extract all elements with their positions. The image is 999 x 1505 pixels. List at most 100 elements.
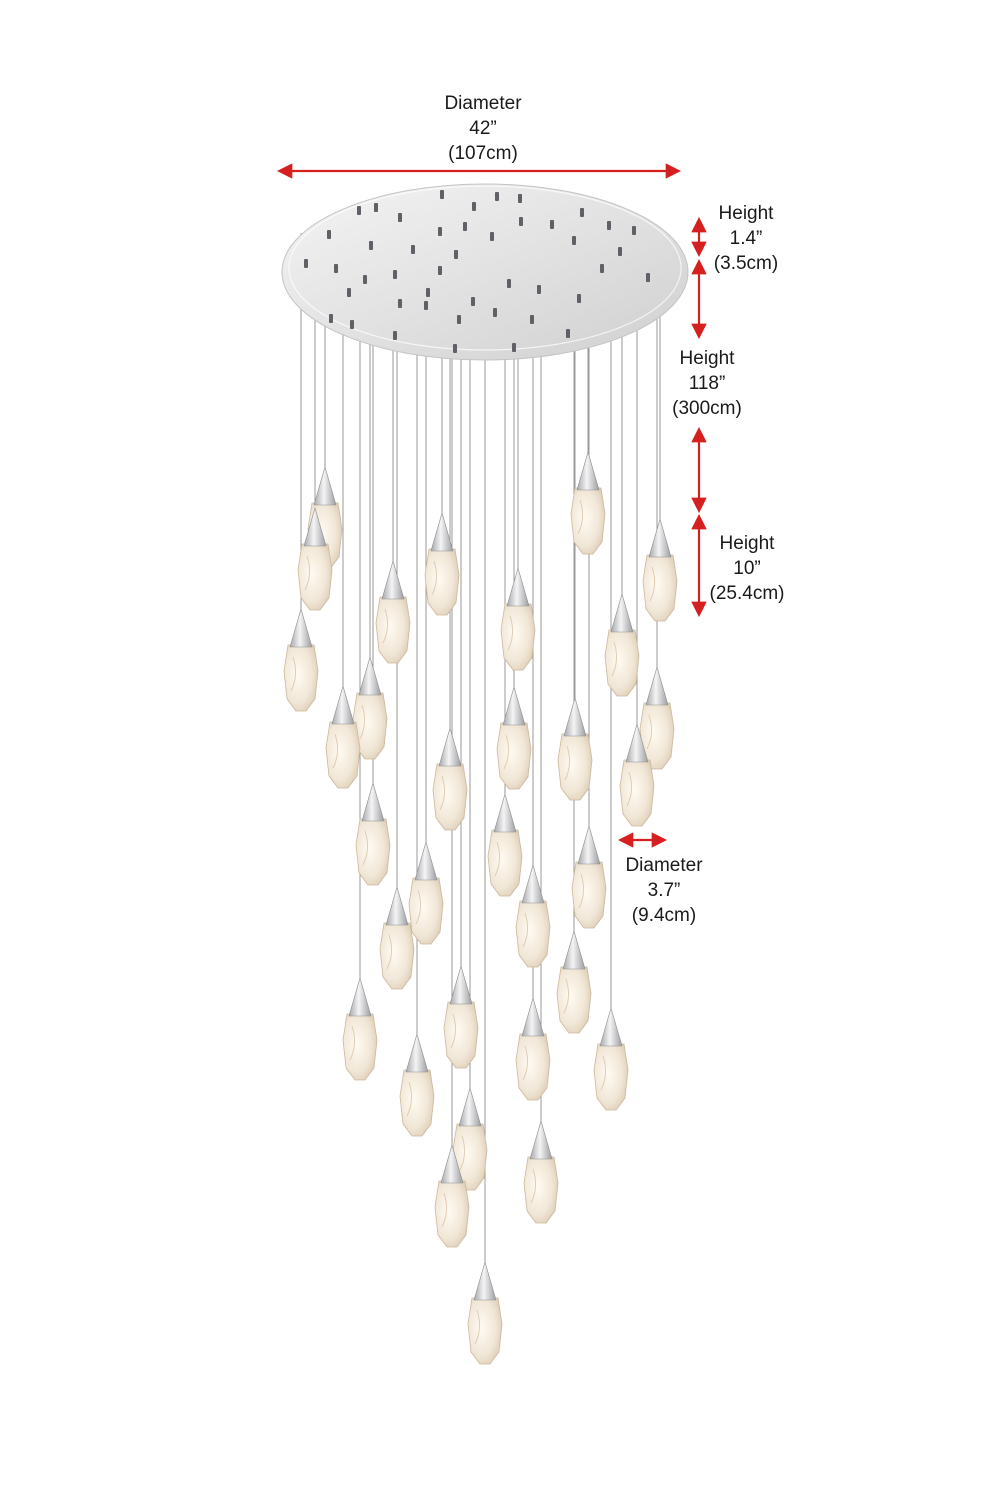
canopy-height-metric: (3.5cm)	[713, 253, 779, 274]
pendant-light	[571, 824, 607, 929]
canopy-stud	[438, 266, 442, 275]
pendant-light	[325, 684, 361, 789]
pendant-light	[619, 722, 655, 827]
chrome-cap	[414, 840, 438, 881]
canopy-stud	[398, 213, 402, 222]
alabaster-shade	[283, 644, 319, 712]
canopy-stud	[329, 314, 333, 323]
stone-vein	[474, 1309, 481, 1345]
canopy-stud	[440, 190, 444, 199]
chrome-cap	[648, 517, 672, 558]
canopy-diameter-label: Diameter 42” (107cm)	[413, 91, 553, 166]
pendant-light	[523, 1119, 559, 1224]
canopy-stud	[426, 288, 430, 297]
alabaster-shade	[297, 543, 333, 611]
pendant-light	[342, 976, 378, 1081]
canopy-height-title: Height	[718, 203, 774, 224]
pendant-light	[283, 607, 319, 712]
alabaster-shade	[496, 722, 532, 790]
canopy-stud	[327, 230, 331, 239]
canopy-stud	[393, 270, 397, 279]
overall-height-imperial: 118”	[688, 373, 726, 394]
canopy-stud	[374, 203, 378, 212]
alabaster-shade	[443, 1001, 479, 1069]
canopy-stud	[453, 344, 457, 353]
alabaster-shade	[408, 877, 444, 945]
chrome-cap	[385, 885, 409, 926]
chrome-cap	[493, 792, 517, 833]
pendant-light	[424, 511, 460, 616]
canopy-stud	[471, 297, 475, 306]
stone-vein	[646, 714, 653, 750]
pendant-light	[556, 929, 592, 1034]
stone-vein	[522, 912, 529, 948]
canopy-stud	[463, 222, 467, 231]
pendant-light	[375, 559, 411, 664]
alabaster-shade	[325, 721, 361, 789]
pendant-light	[604, 592, 640, 697]
pendant-light	[593, 1006, 629, 1111]
chrome-cap	[458, 1086, 482, 1127]
canopy-stud	[304, 259, 308, 268]
canopy-stud	[334, 264, 338, 273]
canopy-stud	[393, 331, 397, 340]
alabaster-shade	[467, 1297, 503, 1365]
pendant-light	[570, 450, 606, 555]
stone-vein	[577, 499, 584, 535]
alabaster-shade	[434, 1180, 470, 1248]
pendant-light	[487, 792, 523, 897]
stone-vein	[359, 704, 366, 740]
canopy-stud	[550, 220, 554, 229]
stone-vein	[290, 656, 297, 692]
canopy-stud	[519, 217, 523, 226]
alabaster-shade	[642, 554, 678, 622]
pendant-light	[352, 655, 388, 760]
chrome-cap	[358, 655, 382, 696]
canopy-stud	[457, 315, 461, 324]
canopy-stud	[369, 241, 373, 250]
pendant-light	[297, 506, 333, 611]
overall-height-label: Height 118” (300cm)	[658, 346, 756, 421]
chrome-cap	[405, 1032, 429, 1073]
canopy-plate	[281, 183, 689, 361]
pendant-light	[355, 781, 391, 886]
stone-vein	[522, 1045, 529, 1081]
stone-vein	[450, 1013, 457, 1049]
stone-vein	[431, 560, 438, 596]
alabaster-shade	[556, 966, 592, 1034]
chrome-cap	[645, 665, 669, 706]
chrome-cap	[361, 781, 385, 822]
chrome-cap	[381, 559, 405, 600]
canopy-height-imperial: 1.4”	[729, 228, 763, 249]
pendant-light	[557, 696, 593, 801]
stone-vein	[382, 608, 389, 644]
chrome-cap	[599, 1006, 623, 1047]
chrome-cap	[576, 450, 600, 491]
stone-vein	[386, 934, 393, 970]
canopy-stud	[530, 315, 534, 324]
chrome-cap	[563, 696, 587, 737]
canopy-stud	[490, 232, 494, 241]
canopy-stud	[411, 245, 415, 254]
stone-vein	[600, 1055, 607, 1091]
chrome-cap	[506, 566, 530, 607]
canopy-stud	[572, 236, 576, 245]
pendant-light	[379, 885, 415, 990]
canopy-stud	[566, 329, 570, 338]
chrome-cap	[610, 592, 634, 633]
pendant-diameter-title: Diameter	[625, 855, 703, 876]
alabaster-shade	[571, 861, 607, 929]
alabaster-shade	[593, 1043, 629, 1111]
stone-vein	[304, 555, 311, 591]
stone-vein	[507, 615, 514, 651]
canopy-stud	[398, 299, 402, 308]
stone-vein	[649, 566, 656, 602]
pendant-light	[496, 685, 532, 790]
stone-vein	[459, 1135, 466, 1171]
pendant-light	[467, 1260, 503, 1365]
pendant-light	[642, 517, 678, 622]
pendant-light	[408, 840, 444, 945]
pendant-light	[443, 964, 479, 1069]
alabaster-shade	[570, 487, 606, 555]
